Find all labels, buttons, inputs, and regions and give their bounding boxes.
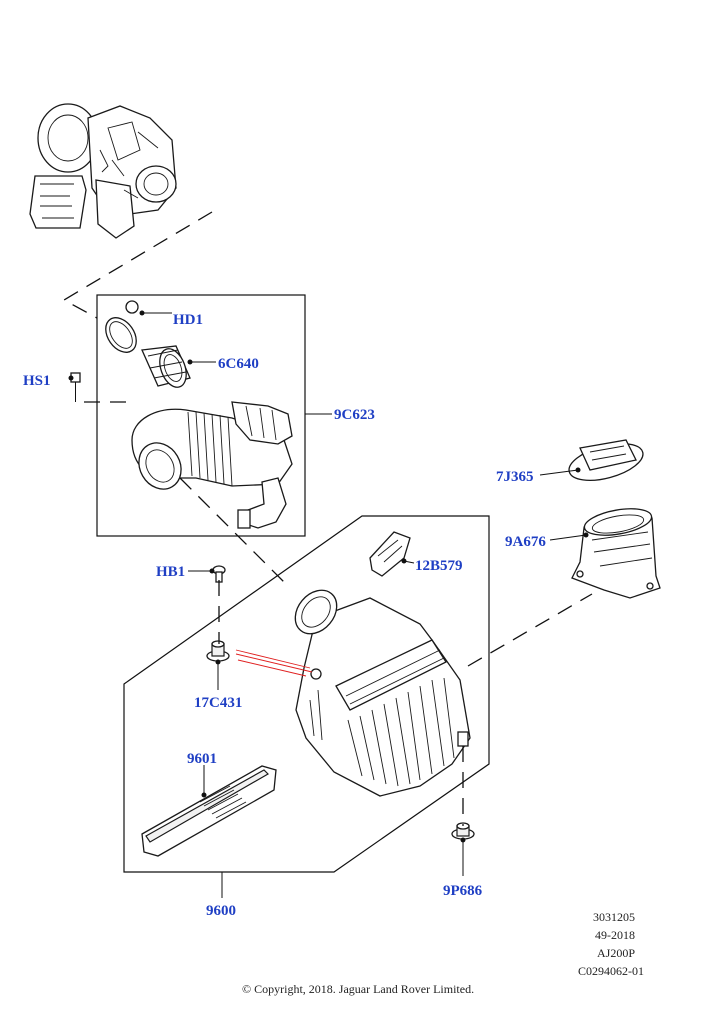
grommet-17c431-illustration: [206, 640, 230, 662]
callout-7j365[interactable]: 7J365: [496, 469, 534, 485]
callout-hd1[interactable]: HD1: [173, 312, 203, 328]
diagram-id-line3: AJ200P: [597, 946, 635, 960]
seal-7j365-illustration: [568, 439, 644, 481]
diagram-id-line4: C0294062-01: [578, 964, 644, 978]
highlight-lines: [235, 649, 313, 677]
callout-6c640[interactable]: 6C640: [218, 356, 259, 372]
air-filter-element-9601-illustration: [141, 765, 277, 857]
callout-9600[interactable]: 9600: [206, 903, 236, 919]
callout-17c431[interactable]: 17C431: [194, 695, 242, 711]
copyright-notice: © Copyright, 2018. Jaguar Land Rover Lim…: [242, 982, 474, 996]
air-intake-duct-group-box: [96, 294, 306, 537]
hose-clamp-hd1-illustration: [105, 300, 139, 353]
bolt-hb1-illustration: [212, 565, 226, 583]
turbocharger-illustration: [29, 103, 177, 239]
leader-lines: [68, 310, 589, 898]
mass-airflow-sensor-12b579-illustration: [369, 531, 411, 577]
callout-9a676[interactable]: 9A676: [505, 534, 546, 550]
callout-9p686[interactable]: 9P686: [443, 883, 483, 899]
diagram-id-line1: 3031205: [593, 910, 635, 924]
duct-9a676-illustration: [571, 508, 661, 599]
coupling-6c640-illustration: [141, 345, 191, 388]
connection-lines: [62, 211, 593, 826]
diagram-id-line2: 49-2018: [595, 928, 635, 942]
callout-9601[interactable]: 9601: [187, 751, 217, 767]
callout-12b579[interactable]: 12B579: [415, 558, 463, 574]
callout-9c623[interactable]: 9C623: [334, 407, 375, 423]
callout-hb1[interactable]: HB1: [156, 564, 185, 580]
callout-hs1[interactable]: HS1: [23, 373, 51, 389]
intake-duct-9c623-illustration: [131, 401, 293, 529]
air-cleaner-group-box: [123, 515, 490, 873]
air-cleaner-housing-9600-illustration: [294, 589, 471, 797]
